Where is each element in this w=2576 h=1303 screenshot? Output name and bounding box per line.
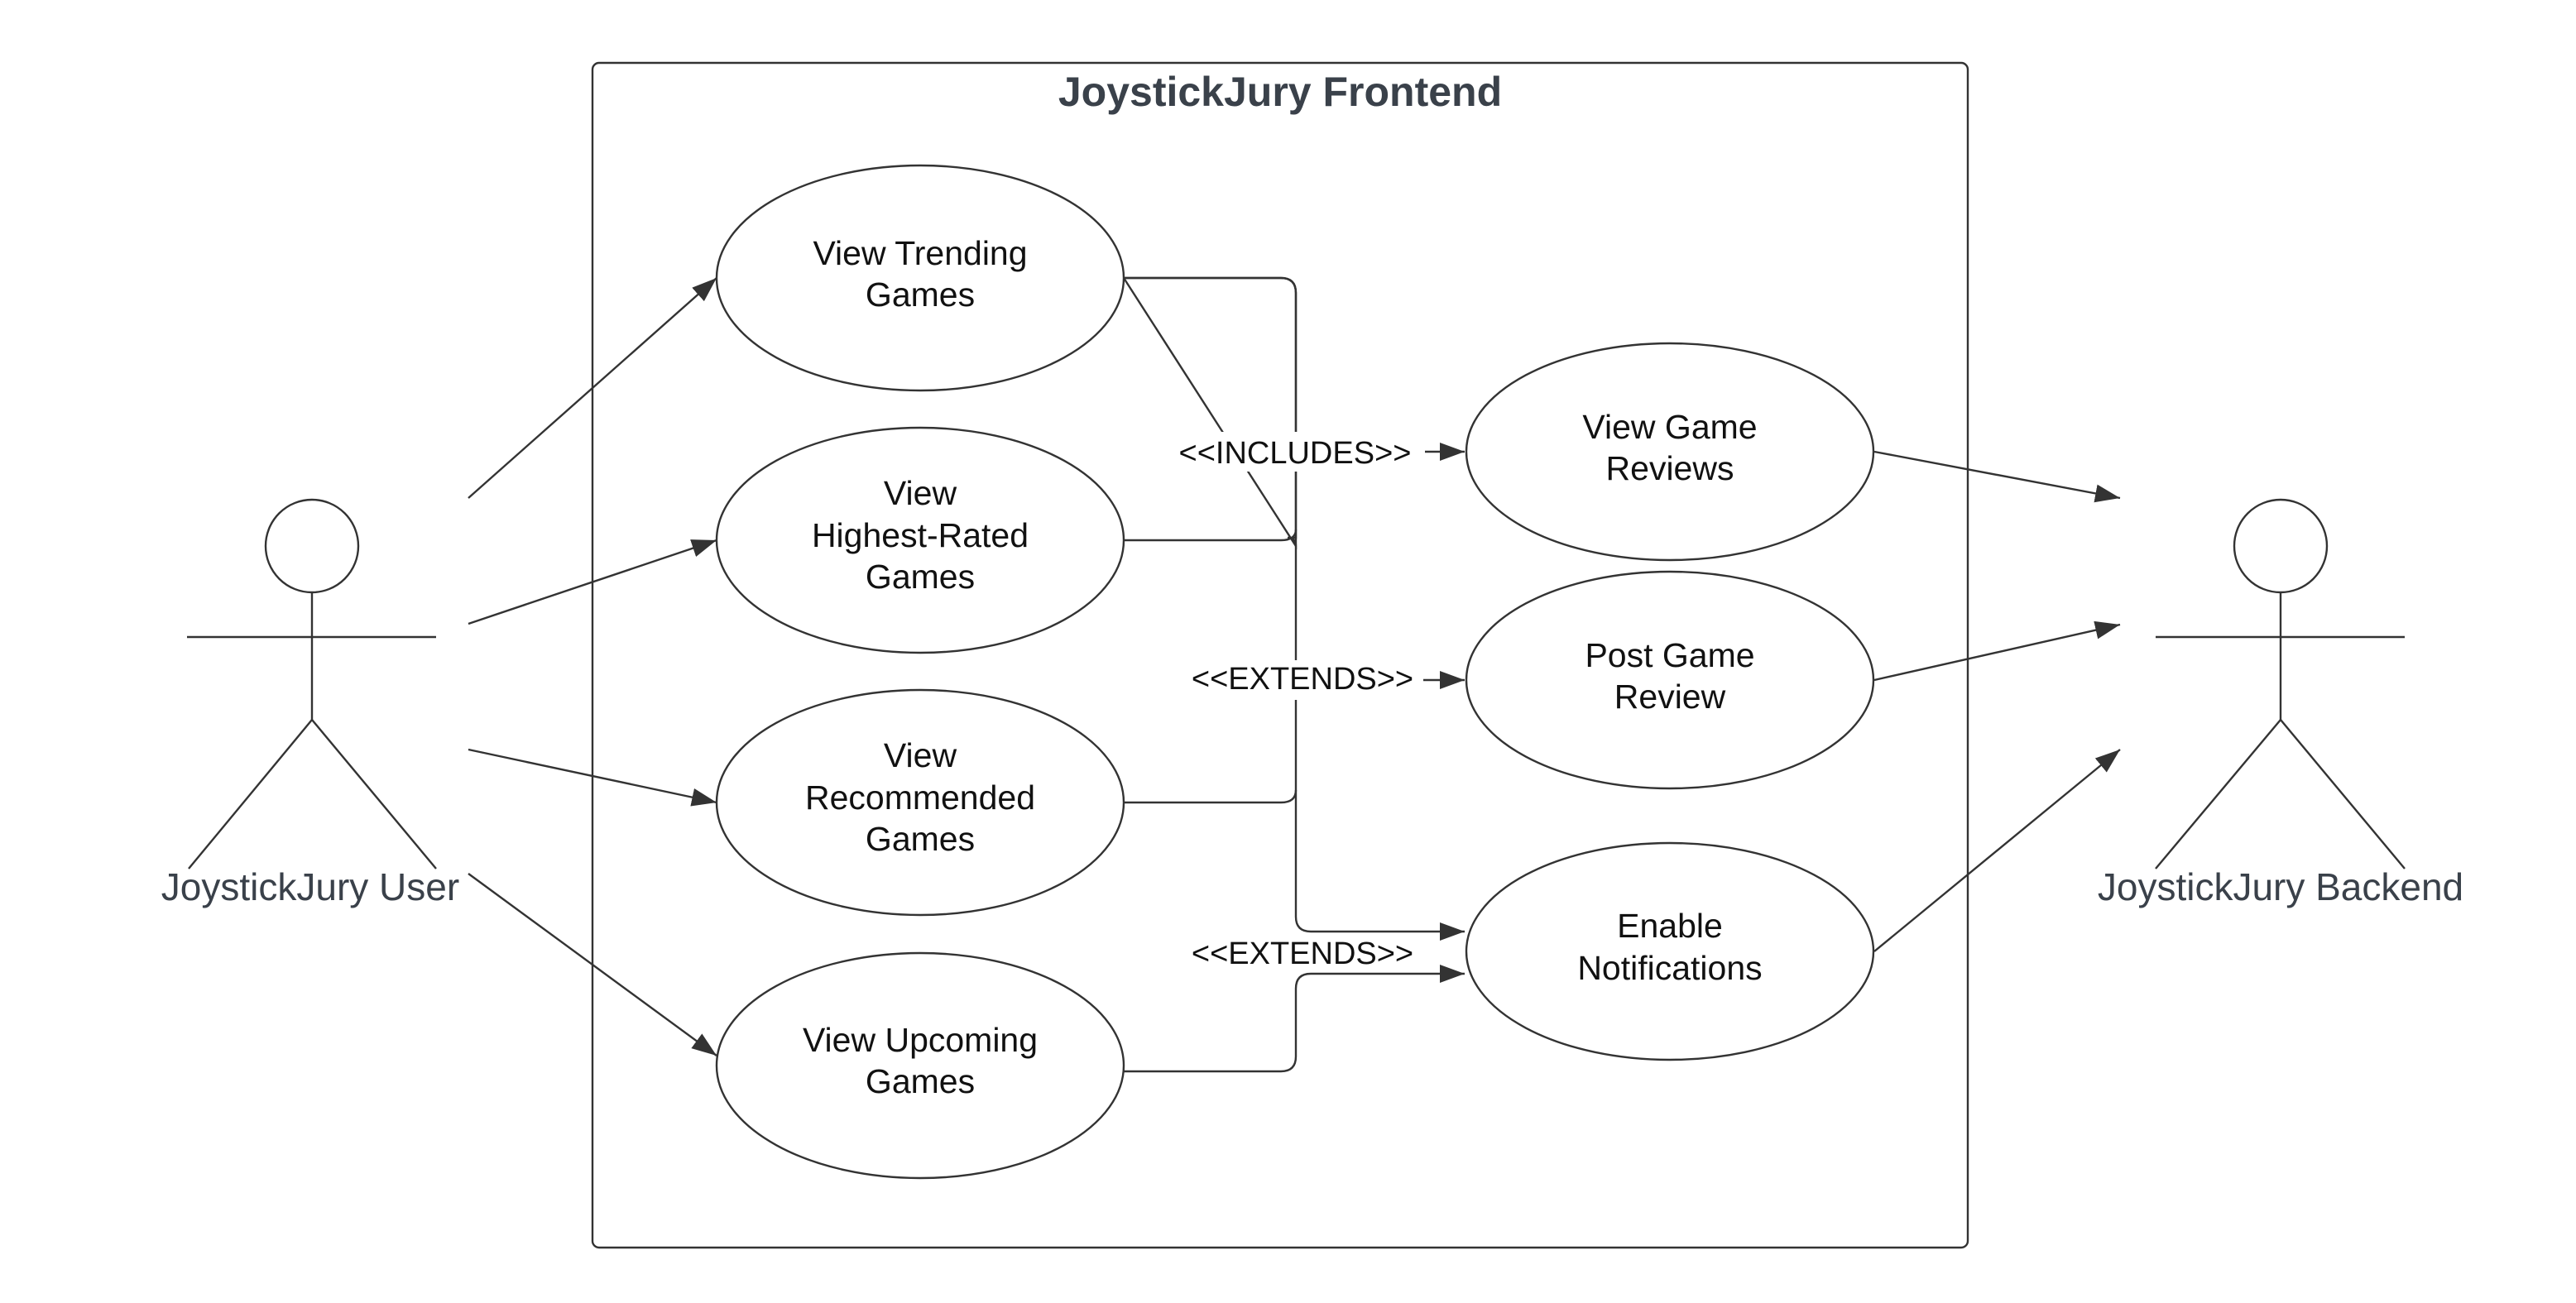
usecase-view-highest-rated-line1: View xyxy=(884,474,957,512)
usecase-view-game-reviews-line2: Reviews xyxy=(1606,449,1734,487)
usecase-view-recommended-shape xyxy=(715,688,1125,917)
actor-user-label: JoystickJury User xyxy=(161,865,459,908)
usecase-view-upcoming-shape xyxy=(715,951,1125,1180)
usecase-view-game-reviews-line1: View Game xyxy=(1582,408,1757,446)
actor-backend: JoystickJury Backend xyxy=(2098,498,2463,908)
usecase-enable-notifications-shape xyxy=(1465,841,1875,1061)
usecase-view-recommended-line3: Games xyxy=(866,820,975,858)
usecase-post-game-review-shape xyxy=(1465,570,1875,790)
actor-user-head xyxy=(264,498,360,594)
assoc-user-recommended xyxy=(468,748,717,807)
usecase-view-trending: View Trending Games xyxy=(715,164,1125,392)
assoc-reviews-backend xyxy=(1873,450,2121,503)
usecase-view-upcoming: View Upcoming Games xyxy=(715,951,1125,1180)
actor-backend-leg-left xyxy=(2155,719,2281,869)
usecase-enable-notifications: Enable Notifications xyxy=(1465,841,1875,1061)
usecase-view-highest-rated-line3: Games xyxy=(866,558,975,596)
actor-user-leg-right xyxy=(311,719,437,869)
usecase-view-highest-rated-shape xyxy=(715,426,1125,654)
actor-backend-head xyxy=(2233,498,2329,594)
usecase-view-trending-line1: View Trending xyxy=(813,234,1027,272)
actor-user-leg-left xyxy=(188,719,313,869)
usecase-view-recommended: View Recommended Games xyxy=(715,688,1125,917)
usecase-view-upcoming-line1: View Upcoming xyxy=(803,1021,1038,1059)
connector-trunk-lower xyxy=(1294,794,1465,941)
actor-user: JoystickJury User xyxy=(161,498,459,908)
usecase-view-upcoming-line2: Games xyxy=(866,1062,975,1100)
usecase-enable-notifications-line2: Notifications xyxy=(1577,949,1762,987)
assoc-user-trending xyxy=(468,277,717,499)
actor-backend-leg-right xyxy=(2280,719,2406,869)
assoc-user-highest-rated xyxy=(468,539,717,625)
connector-highest xyxy=(1124,529,1298,542)
usecase-view-recommended-line2: Recommended xyxy=(805,778,1035,817)
usecase-view-highest-rated: View Highest-Rated Games xyxy=(715,426,1125,654)
usecase-enable-notifications-line1: Enable xyxy=(1617,907,1723,945)
usecase-view-trending-line2: Games xyxy=(866,275,975,314)
actor-backend-label: JoystickJury Backend xyxy=(2098,865,2463,908)
connector-trending xyxy=(1121,276,1298,550)
assoc-notifications-backend xyxy=(1873,749,2121,952)
system-title: JoystickJury Frontend xyxy=(1058,69,1502,115)
usecase-view-game-reviews-shape xyxy=(1465,342,1875,562)
connector-recommended xyxy=(1124,789,1298,804)
usecase-post-game-review-line2: Review xyxy=(1614,678,1726,716)
assoc-post-backend xyxy=(1873,620,2121,682)
usecase-view-trending-shape xyxy=(715,164,1125,392)
usecase-post-game-review: Post Game Review xyxy=(1465,570,1875,790)
extends-review-label: <<EXTENDS>> xyxy=(1192,662,1413,697)
connector-trending-line xyxy=(1124,276,1298,794)
usecase-view-game-reviews: View Game Reviews xyxy=(1465,342,1875,562)
connector-upcoming xyxy=(1124,965,1465,1073)
assoc-user-upcoming xyxy=(468,873,717,1056)
extends-notifications-label: <<EXTENDS>> xyxy=(1192,937,1413,971)
usecase-view-recommended-line1: View xyxy=(884,736,957,774)
usecase-post-game-review-line1: Post Game xyxy=(1585,636,1754,674)
includes-label: <<INCLUDES>> xyxy=(1179,436,1412,471)
usecase-view-highest-rated-line2: Highest-Rated xyxy=(812,516,1029,554)
system-boundary xyxy=(591,61,1969,1249)
